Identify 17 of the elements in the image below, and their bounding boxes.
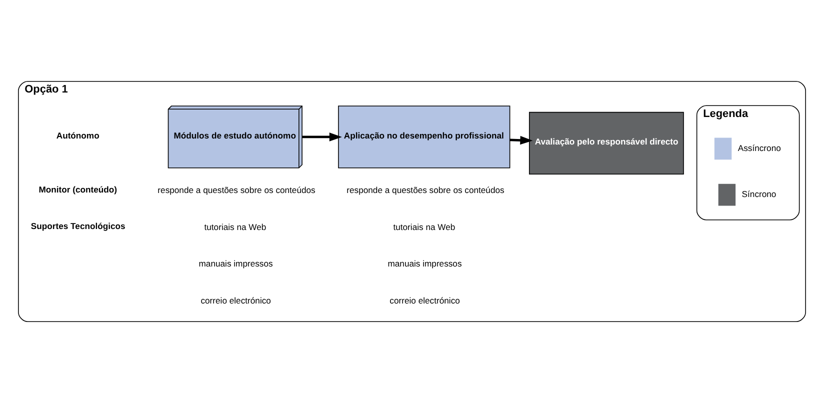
legend-label: Síncrono: [742, 189, 776, 200]
label: correio electrónico: [390, 295, 460, 306]
label: Autónomo: [56, 130, 100, 140]
label: manuais impressos: [388, 258, 462, 269]
label: responde a questões sobre os conteúdos: [158, 185, 316, 196]
node-box: Aplicação no desempenho profissional: [338, 106, 510, 168]
label: Suportes Tecnológicos: [30, 221, 126, 232]
label: manuais impressos: [198, 258, 273, 269]
node-box: Avaliação pelo responsável directo: [528, 112, 684, 174]
label: tutoriais na Web: [204, 222, 266, 232]
legend-label: Assíncrono: [738, 142, 781, 153]
arrow: [510, 136, 533, 145]
label: tutoriais na Web: [393, 222, 456, 232]
arrow: [302, 132, 342, 142]
label: responde a questões sobre os conteúdos: [346, 185, 504, 196]
label: correio electrónico: [200, 295, 271, 306]
label: Monitor (conteúdo): [38, 184, 118, 194]
